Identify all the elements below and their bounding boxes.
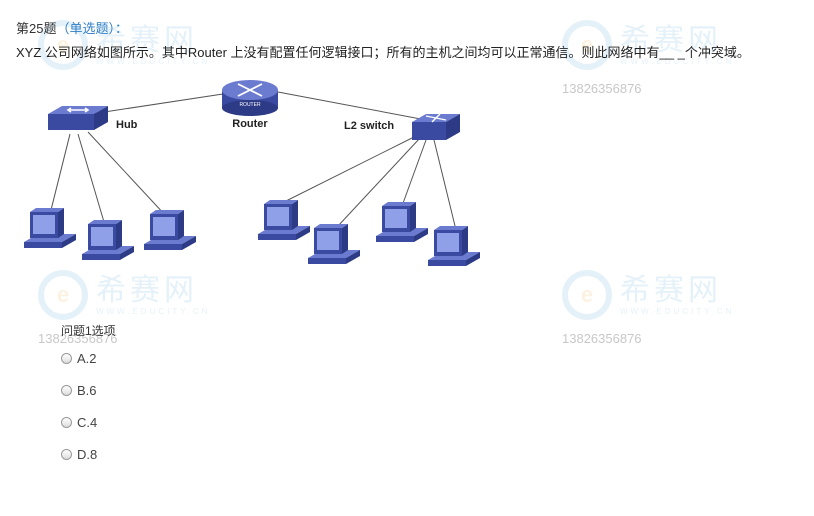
watermark-url: WWW.EDUCITY.CN (96, 306, 211, 316)
watermark-url: WWW.EDUCITY.CN (620, 306, 735, 316)
pc-icon (144, 210, 196, 250)
pc-icon (308, 224, 360, 264)
option-label: A.2 (77, 351, 97, 366)
pc-icon (428, 226, 480, 266)
hub-icon (48, 106, 108, 130)
hub-label: Hub (116, 119, 138, 131)
router-icon: ROUTER (222, 80, 278, 116)
switch-label: L2 switch (344, 120, 394, 132)
option-a[interactable]: A.2 (61, 351, 97, 366)
question-header: 第25题（单选题）： (16, 18, 128, 37)
option-b[interactable]: B.6 (61, 383, 97, 398)
option-d[interactable]: D.8 (61, 447, 97, 462)
router-badge: ROUTER (239, 102, 261, 108)
radio-icon[interactable] (61, 417, 72, 428)
router-label: Router (232, 118, 268, 130)
network-diagram: Hub ROUTER Router L2 switch (24, 80, 480, 266)
question-text: XYZ 公司网络如图所示。其中Router 上没有配置任何逻辑接口；所有的主机之… (16, 45, 750, 60)
network-links (49, 91, 457, 231)
option-label: B.6 (77, 383, 97, 398)
option-c[interactable]: C.4 (61, 415, 97, 430)
question-number: 第25题 (16, 21, 57, 36)
watermark-phone: 13826356876 (562, 81, 642, 96)
watermark-phone: 13826356876 (562, 331, 642, 346)
question-type: 单选题 (69, 21, 109, 36)
pc-icon (82, 220, 134, 260)
pc-icon (24, 208, 76, 248)
pc-icon (376, 202, 428, 242)
watermark-brand: 希赛网 (620, 273, 722, 307)
question-type-open: （ (56, 21, 70, 36)
watermark-logo-icon: e (562, 270, 612, 320)
pc-icon (258, 200, 310, 240)
question-type-close: ）： (108, 21, 129, 36)
option-label: C.4 (77, 415, 98, 430)
subquestion-label: 问题1选项 (61, 324, 116, 338)
radio-icon[interactable] (61, 353, 72, 364)
radio-icon[interactable] (61, 449, 72, 460)
switch-icon (412, 113, 460, 140)
radio-icon[interactable] (61, 385, 72, 396)
option-label: D.8 (77, 447, 98, 462)
